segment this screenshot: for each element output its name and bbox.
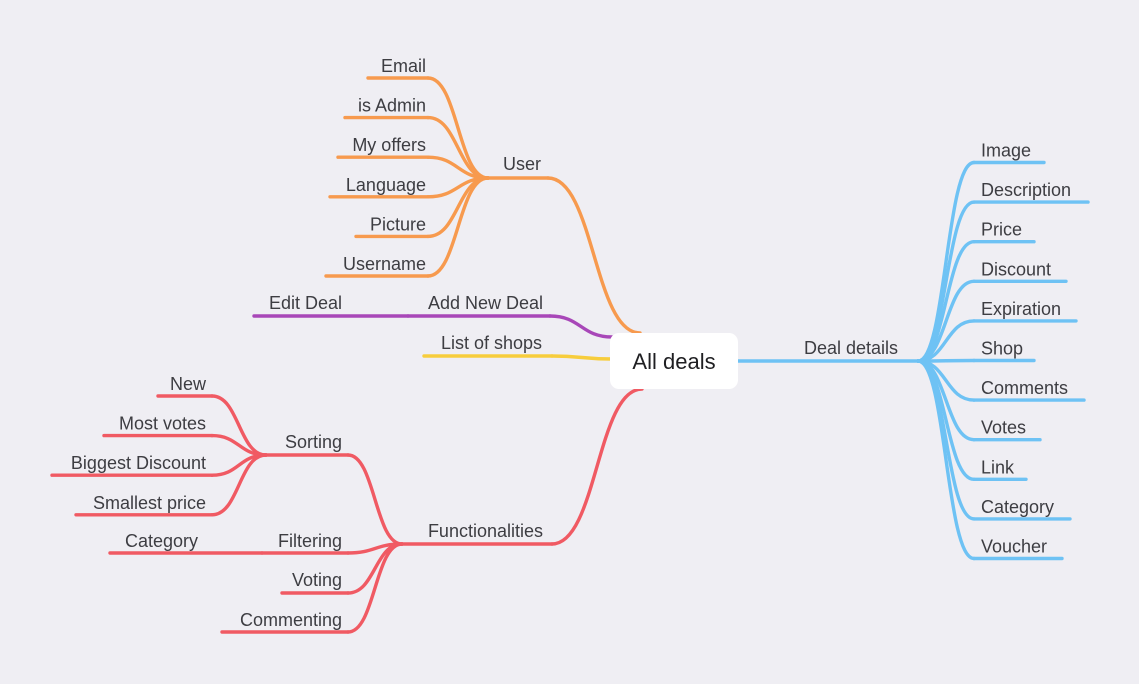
link-user-email (426, 76, 490, 180)
node-username[interactable]: Username (343, 254, 426, 274)
node-detail-voucher[interactable]: Voucher (981, 537, 1047, 557)
node-email[interactable]: Email (381, 56, 426, 76)
node-detail-votes[interactable]: Votes (981, 418, 1026, 438)
node-detail-expiration[interactable]: Expiration (981, 299, 1061, 319)
node-detail-category[interactable]: Category (981, 497, 1054, 517)
node-user[interactable]: User (503, 154, 541, 174)
node-detail-image[interactable]: Image (981, 141, 1031, 161)
node-detail-description[interactable]: Description (981, 180, 1071, 200)
link-user-username (426, 176, 490, 278)
link-deal-details-category (916, 359, 976, 521)
node-filtering[interactable]: Filtering (278, 531, 342, 551)
link-functionalities-sorting (346, 453, 404, 546)
node-edit-deal[interactable]: Edit Deal (269, 293, 342, 313)
node-commenting[interactable]: Commenting (240, 610, 342, 630)
node-detail-shop[interactable]: Shop (981, 339, 1023, 359)
node-language[interactable]: Language (346, 175, 426, 195)
link-deal-details-image (916, 160, 976, 363)
node-detail-link[interactable]: Link (981, 457, 1015, 477)
link-root-functionalities (550, 387, 644, 546)
node-new[interactable]: New (170, 374, 207, 394)
node-list-of-shops[interactable]: List of shops (441, 333, 542, 353)
node-detail-discount[interactable]: Discount (981, 259, 1051, 279)
link-root-add-new-deal (548, 314, 614, 339)
link-root-list-of-shops (550, 354, 614, 361)
root-node-label: All deals (632, 349, 715, 374)
node-add-new-deal[interactable]: Add New Deal (428, 293, 543, 313)
node-labels: User Email is Admin My offersLanguagePictur… (71, 56, 1071, 630)
node-detail-price[interactable]: Price (981, 220, 1022, 240)
node-picture[interactable]: Picture (370, 214, 426, 234)
link-sorting-smallest-price (210, 453, 268, 517)
node-smallest-price[interactable]: Smallest price (93, 493, 206, 513)
node-detail-comments[interactable]: Comments (981, 378, 1068, 398)
link-functionalities-commenting (346, 542, 404, 634)
root-node-box (610, 333, 738, 389)
node-deal-details[interactable]: Deal details (804, 338, 898, 358)
node-filter-category[interactable]: Category (125, 531, 198, 551)
connector-lines (50, 76, 1090, 634)
node-most-votes[interactable]: Most votes (119, 414, 206, 434)
link-deal-details-description (916, 200, 976, 363)
node-sorting[interactable]: Sorting (285, 432, 342, 452)
root-node[interactable]: All deals (610, 333, 738, 389)
link-deal-details-voucher (916, 359, 976, 561)
node-functionalities[interactable]: Functionalities (428, 521, 543, 541)
link-root-user (546, 176, 642, 335)
node-voting[interactable]: Voting (292, 570, 342, 590)
node-biggest-discount[interactable]: Biggest Discount (71, 453, 206, 473)
node-is-admin[interactable]: is Admin (358, 96, 426, 116)
node-my-offers[interactable]: My offers (352, 135, 426, 155)
